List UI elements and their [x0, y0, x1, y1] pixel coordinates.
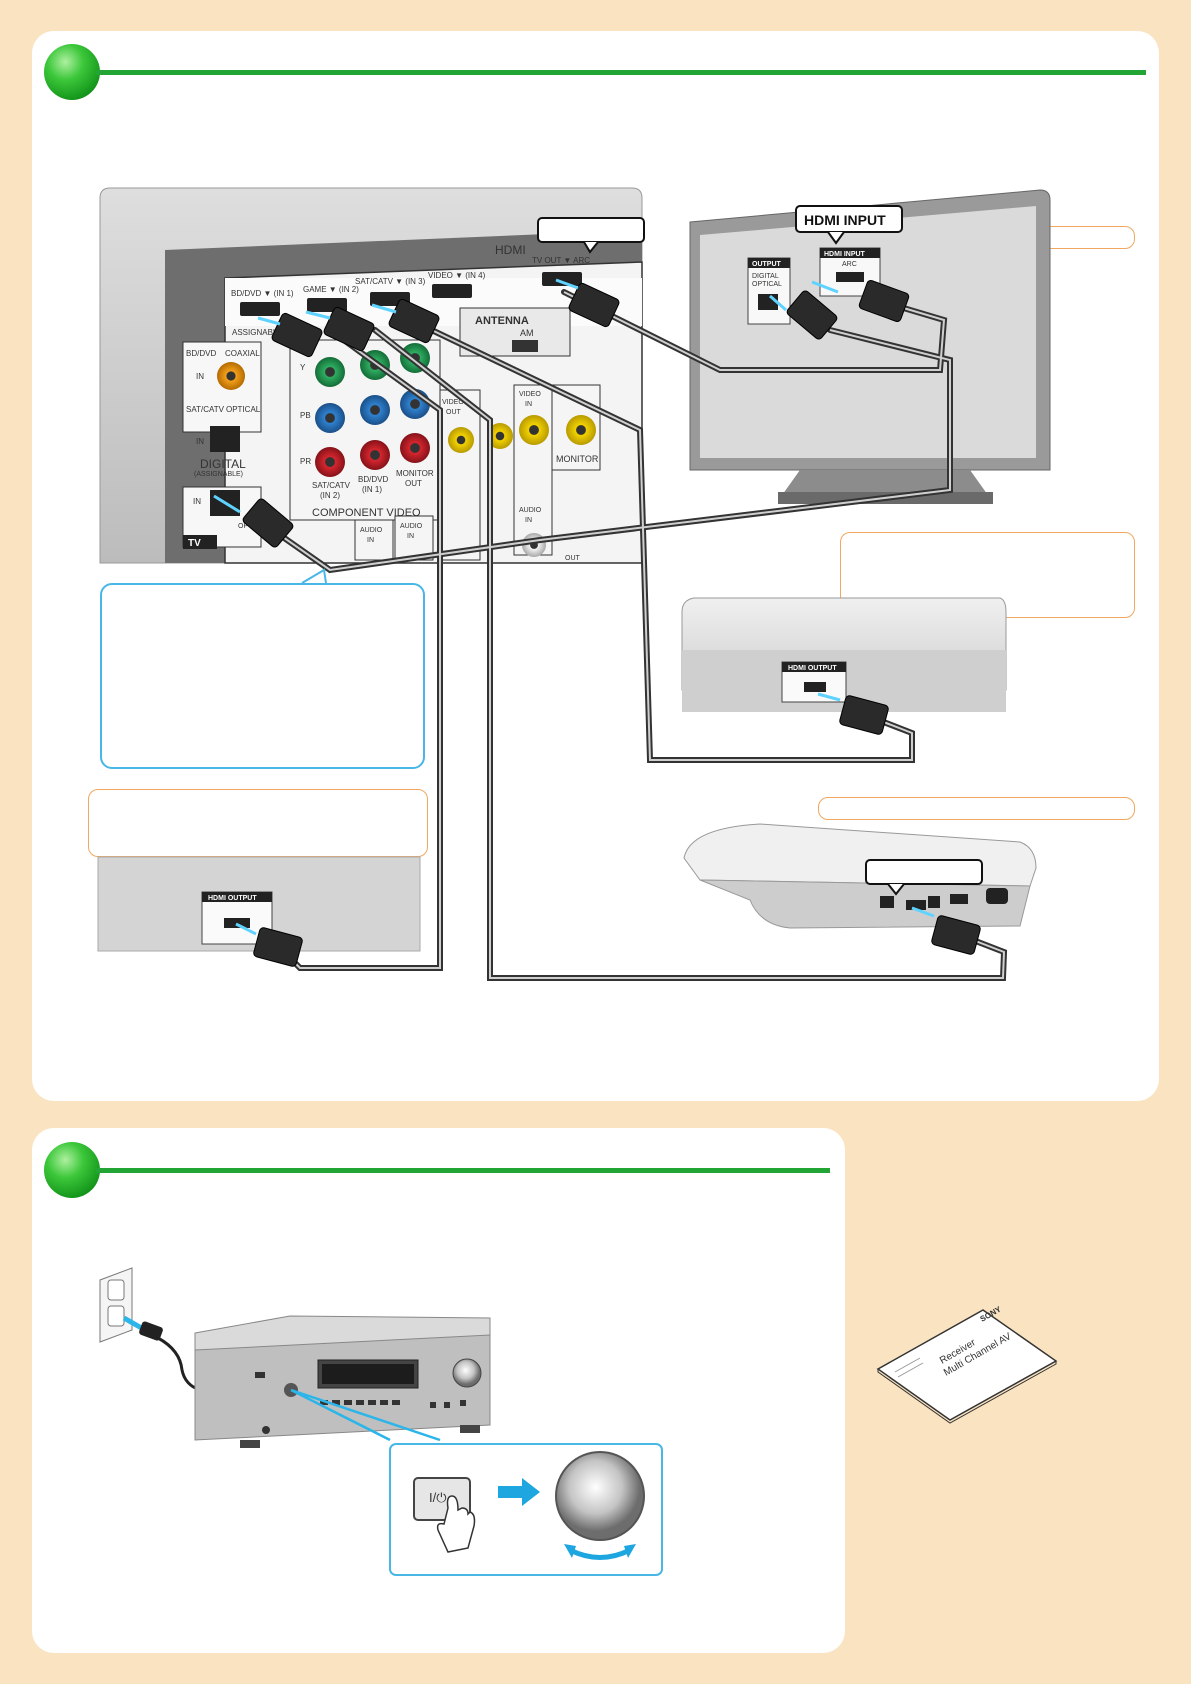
- video-out-line1: VIDEO: [442, 399, 464, 406]
- step-2-icon: [44, 1142, 100, 1198]
- video-in-line1: VIDEO: [519, 391, 541, 398]
- bd-player-hdmi-output-label: HDMI OUTPUT: [208, 895, 257, 902]
- pr-label: PR: [300, 457, 311, 466]
- digital-assignable-label: (ASSIGNABLE): [194, 471, 243, 478]
- monitor-label: MONITOR: [556, 454, 599, 464]
- hdmi-section-label: HDMI: [495, 243, 526, 257]
- tv-hdmi-input-small-label: HDMI INPUT: [824, 251, 866, 258]
- bd-dvd-in1-line2: (IN 1): [362, 485, 382, 494]
- component-video-label: COMPONENT VIDEO: [312, 507, 421, 519]
- optical-in-label: IN: [196, 437, 204, 446]
- tv-input-label: TV: [188, 538, 201, 549]
- am-label: AM: [520, 328, 534, 338]
- receiver-front: [194, 1315, 491, 1448]
- video-out-line2: OUT: [446, 409, 462, 416]
- hdmi-port-in1: [240, 302, 280, 316]
- coaxial-jack: [217, 362, 245, 390]
- hdmi-in3-label: SAT/CATV ▼ (IN 3): [355, 277, 426, 286]
- tv-optical-in-label: IN: [193, 497, 201, 506]
- audio-in-r-line2: IN: [525, 517, 532, 524]
- tv-arc-label: ARC: [842, 261, 857, 268]
- tv-audio-callout: [100, 583, 425, 769]
- hdmi-port-in4: [432, 284, 472, 298]
- arrow-right-icon: [498, 1478, 540, 1506]
- hdmi-tv-out-label: TV OUT ▼ ARC: [532, 256, 590, 265]
- antenna-label: ANTENNA: [475, 315, 529, 327]
- step-1-icon: [44, 44, 100, 100]
- assignable-label: ASSIGNABLE: [232, 328, 283, 337]
- power-button-symbol: I/⏻: [429, 1490, 447, 1505]
- cable-connectors: [242, 280, 981, 967]
- rotate-arrows-icon: [568, 1547, 632, 1560]
- optical-label: OPTICAL: [226, 405, 261, 414]
- audio-in-r-line1: AUDIO: [519, 507, 542, 514]
- coaxial-label: COAXIAL: [225, 349, 260, 358]
- coax-in-label: IN: [196, 372, 204, 381]
- cable-satellite-box: HDMI OUTPUT: [681, 597, 1007, 712]
- tv-hdmi-input-label: HDMI INPUT: [804, 212, 886, 228]
- tv-rear: OUTPUT DIGITAL OPTICAL HDMI INPUT ARC: [689, 189, 1051, 504]
- monitor-out-line2: OUT: [405, 479, 422, 488]
- game-console: [683, 823, 1037, 929]
- audio-in-label-2b: IN: [407, 533, 414, 540]
- bd-dvd-in1-line1: BD/DVD: [358, 475, 388, 484]
- audio-in-label-2: AUDIO: [400, 523, 423, 530]
- optical-jack-sat: [210, 426, 240, 452]
- pb-label: PB: [300, 411, 311, 420]
- cable-box-hdmi-output-label: HDMI OUTPUT: [788, 665, 837, 672]
- hdmi-port-tv-out: [542, 272, 582, 286]
- wall-outlet: [99, 1267, 201, 1392]
- finger-press-icon: [436, 1495, 476, 1553]
- monitor-out-line1: MONITOR: [396, 469, 434, 478]
- audio-in-label-1: AUDIO: [360, 527, 383, 534]
- bd-dvd-label: BD/DVD: [186, 349, 216, 358]
- receiver-rear-panel: HDMI BD/DVD ▼ (IN 1) GAME ▼ (IN 2) SAT/C…: [99, 187, 643, 564]
- step-1-divider: [96, 70, 1146, 75]
- video-in-line2: IN: [525, 401, 532, 408]
- hdmi-in4-label: VIDEO ▼ (IN 4): [428, 271, 486, 280]
- sat-catv-in2-line2: (IN 2): [320, 491, 340, 500]
- digital-label: DIGITAL: [200, 457, 246, 471]
- tv-opt-label: OPT: [238, 523, 253, 530]
- sat-catv-in2-line1: SAT/CATV: [312, 481, 351, 490]
- game-console-callout: [818, 797, 1135, 820]
- volume-knob-icon: [555, 1451, 645, 1541]
- step-2-divider: [96, 1168, 830, 1173]
- hdmi-in2-label: GAME ▼ (IN 2): [303, 285, 359, 294]
- sat-catv-label: SAT/CATV: [186, 405, 225, 414]
- y-label: Y: [300, 363, 306, 372]
- manual-booklet-icon: SONY Multi Channel AV Receiver: [876, 1304, 1058, 1424]
- tv-optical-label: OPTICAL: [752, 281, 782, 288]
- audio-in-label-1b: IN: [367, 537, 374, 544]
- tv-output-label: OUTPUT: [752, 261, 782, 268]
- tv-digital-label: DIGITAL: [752, 273, 779, 280]
- out-label: OUT: [565, 555, 581, 562]
- hdmi-in1-label: BD/DVD ▼ (IN 1): [231, 289, 294, 298]
